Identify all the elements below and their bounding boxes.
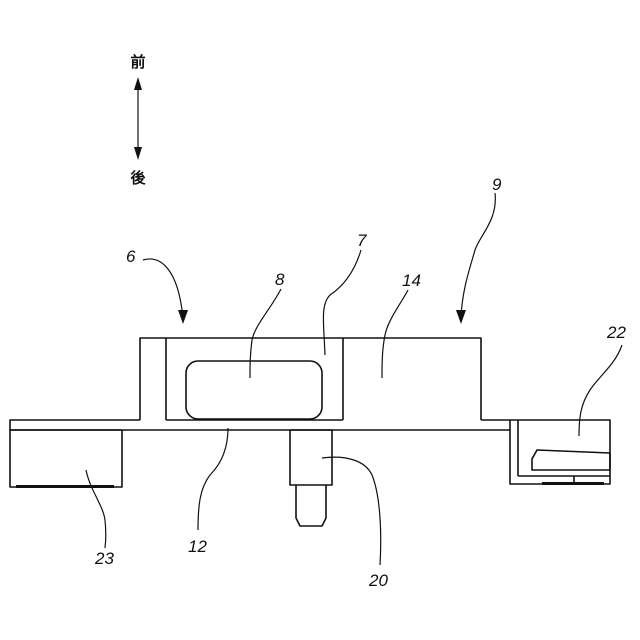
label-22: 22 [606,323,626,342]
leader-9 [461,193,495,318]
front-direction-label: 前 [130,53,145,71]
rear-direction-label: 後 [129,169,146,187]
leader-12 [198,428,228,530]
leader-20 [322,457,381,565]
reference-numerals: 6 7 8 9 14 12 20 22 23 [94,175,626,590]
label-9: 9 [492,175,502,194]
left-foot-block [10,430,122,488]
label-6: 6 [126,247,136,266]
direction-arrow-down-head [134,147,142,160]
label-8: 8 [275,270,285,289]
direction-arrow-up-head [134,77,142,90]
label-14: 14 [402,271,421,290]
leader-9-arrowhead [456,310,466,324]
leader-22 [579,345,622,436]
right-bracket-22 [510,420,610,485]
direction-indicator: 前 後 [129,53,146,187]
module-7 [186,338,343,420]
window-8 [186,361,322,419]
leader-14 [382,290,408,378]
label-20: 20 [368,571,388,590]
label-23: 23 [94,549,114,568]
leader-23 [86,470,106,548]
label-7: 7 [357,231,367,250]
leader-6-arrowhead [178,310,188,324]
leader-6 [143,259,183,318]
upper-housing [140,338,481,420]
pin-20 [290,430,332,526]
leader-8 [250,289,281,378]
leader-7 [323,250,361,355]
label-12: 12 [188,537,207,556]
base-plate [10,420,510,430]
